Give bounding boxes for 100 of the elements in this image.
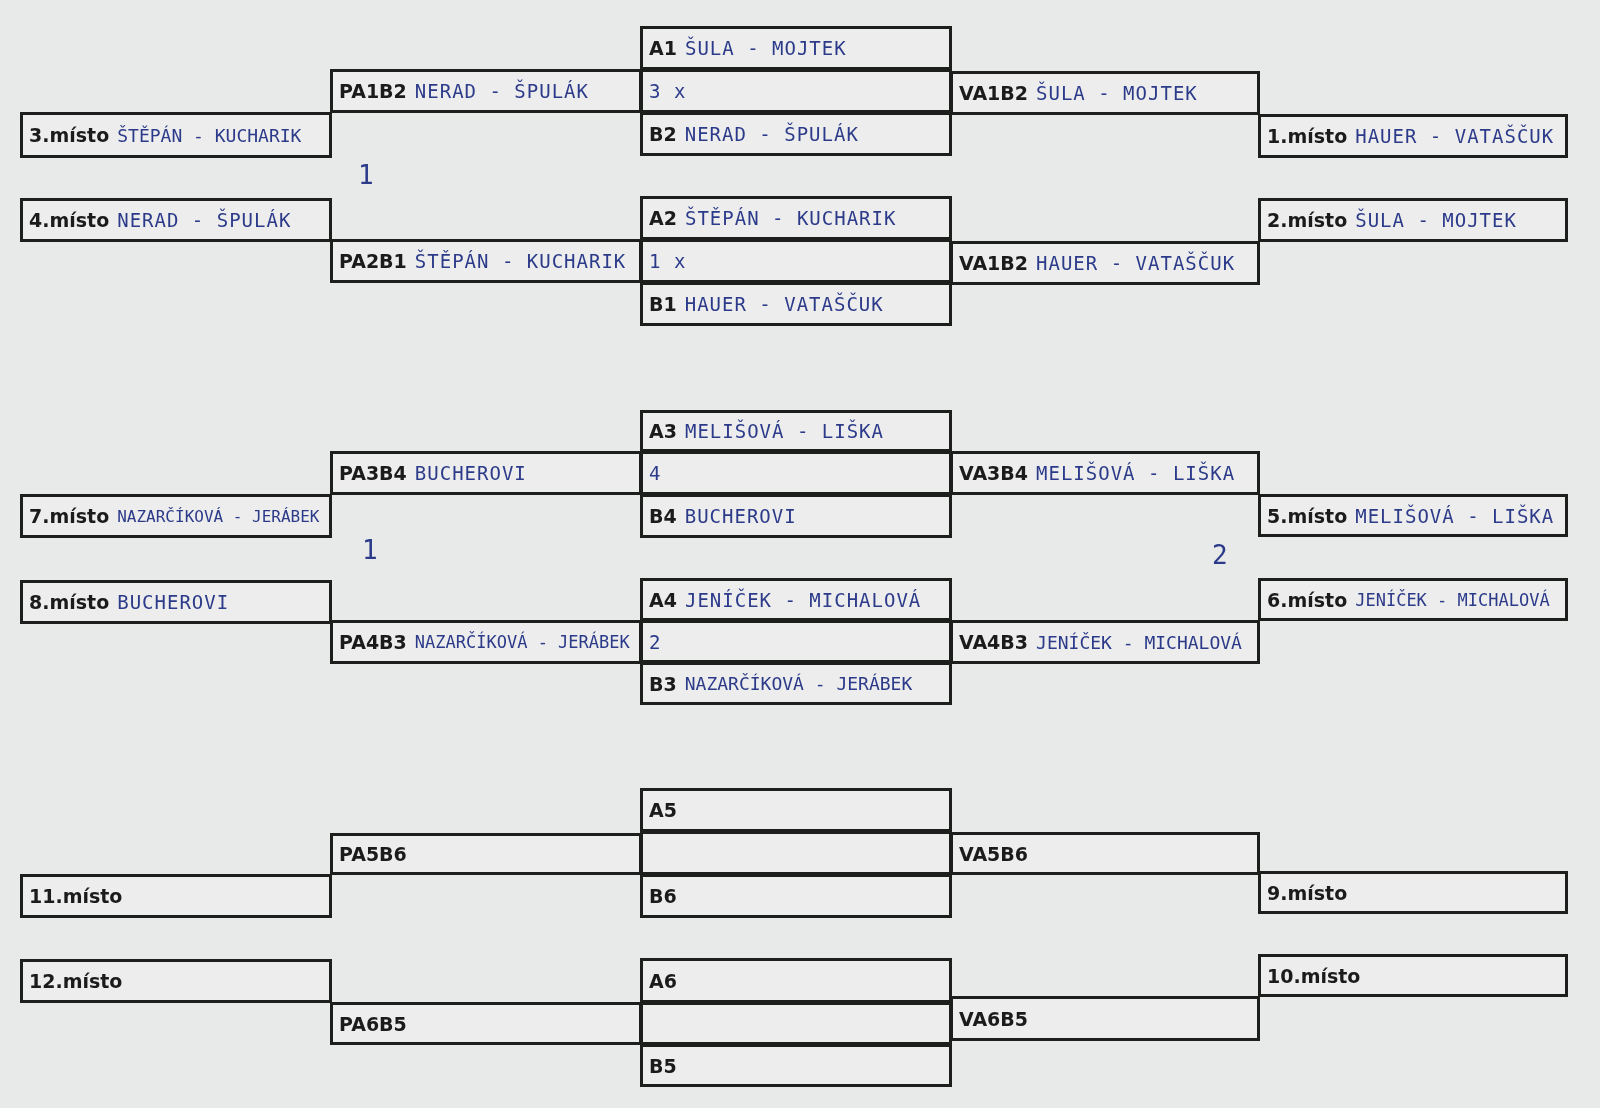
handwritten-names: HAUER - VATAŠČUK	[684, 293, 884, 315]
handwritten-score: 1 x	[649, 250, 687, 272]
bracket-box	[20, 580, 332, 624]
bracket-box	[640, 662, 952, 705]
bracket-box	[330, 620, 642, 664]
bracket-box	[330, 451, 642, 495]
slot-label: B6	[649, 885, 677, 907]
slot-label: 10.místo	[1267, 964, 1361, 987]
bracket-box	[640, 410, 952, 452]
bracket-box	[330, 239, 642, 283]
handwritten-names: MELIŠOVÁ - LIŠKA	[684, 420, 884, 442]
handwritten-names: ŠTĚPÁN - KUCHARIK	[414, 250, 627, 272]
handwritten-score: 2	[649, 630, 662, 653]
slot-label: 1.místo	[1267, 125, 1348, 147]
bracket-box	[640, 788, 952, 832]
slot-label: PA5B6	[339, 843, 407, 865]
slot-label: B1	[649, 293, 677, 315]
bracket-box	[640, 494, 952, 538]
handwritten-names: BUCHEROVI	[414, 462, 527, 484]
slot-label: B5	[649, 1054, 677, 1077]
handwritten-names: NAZARČÍKOVÁ - JERÁBEK	[117, 506, 320, 526]
slot-label: 8.místo	[29, 591, 110, 613]
handwritten-number: 1	[358, 160, 374, 190]
bracket-box	[640, 112, 952, 156]
slot-label: A1	[649, 37, 677, 59]
slot-label: A5	[649, 799, 677, 821]
slot-label: 4.místo	[29, 209, 110, 231]
slot-label: 5.místo	[1267, 504, 1348, 527]
handwritten-names: JENÍČEK - MICHALOVÁ	[1355, 589, 1550, 610]
handwritten-names: NERAD - ŠPULÁK	[684, 123, 859, 145]
slot-label: 6.místo	[1267, 588, 1348, 611]
handwritten-names: NAZARČÍKOVÁ - JERÁBEK	[414, 632, 630, 652]
handwritten-names: NERAD - ŠPULÁK	[117, 209, 292, 231]
handwritten-names: HAUER - VATAŠČUK	[1036, 252, 1236, 274]
slot-label: 11.místo	[29, 885, 123, 907]
bracket-box	[950, 620, 1260, 664]
bracket-box	[1258, 198, 1568, 242]
slot-label: VA5B6	[959, 842, 1029, 865]
handwritten-names: MELIŠOVÁ - LIŠKA	[1036, 462, 1236, 484]
bracket-box	[640, 69, 952, 113]
slot-label: PA3B4	[339, 462, 407, 484]
handwritten-names: JENÍČEK - MICHALOVÁ	[684, 588, 922, 611]
bracket-box	[330, 69, 642, 113]
slot-label: B4	[649, 505, 677, 527]
slot-label: VA4B3	[959, 631, 1029, 653]
bracket-box	[950, 241, 1260, 285]
slot-label: 12.místo	[29, 970, 123, 992]
bracket-box	[640, 239, 952, 283]
slot-label: PA2B1	[339, 250, 407, 272]
slot-label: A4	[649, 588, 677, 611]
slot-label: PA1B2	[339, 80, 407, 102]
bracket-box	[950, 996, 1260, 1041]
handwritten-names: ŠTĚPÁN - KUCHARIK	[684, 207, 897, 229]
slot-label: VA1B2	[959, 82, 1029, 104]
slot-label: A3	[649, 420, 677, 442]
slot-label: PA6B5	[339, 1012, 407, 1035]
bracket-box	[640, 451, 952, 495]
slot-label: A2	[649, 207, 677, 229]
slot-label: PA4B3	[339, 631, 407, 653]
handwritten-number: 1	[362, 535, 378, 565]
handwritten-names: NERAD - ŠPULÁK	[414, 80, 589, 102]
bracket-box	[950, 451, 1260, 495]
bracket-box	[640, 874, 952, 918]
bracket-box	[640, 958, 952, 1003]
handwritten-score: 4	[649, 462, 662, 484]
bracket-box	[20, 874, 332, 918]
handwritten-names: HAUER - VATAŠČUK	[1355, 125, 1555, 147]
bracket-box	[1258, 954, 1568, 997]
bracket-box	[640, 196, 952, 240]
bracket-box	[640, 1044, 952, 1087]
slot-label: 3.místo	[29, 124, 110, 146]
bracket-box	[1258, 578, 1568, 621]
handwritten-names: NAZARČÍKOVÁ - JERÁBEK	[684, 673, 913, 694]
bracket-box	[20, 198, 332, 242]
bracket-box	[330, 833, 642, 875]
bracket-box	[950, 71, 1260, 115]
slot-label: VA1B2	[959, 252, 1029, 274]
handwritten-names: JENÍČEK - MICHALOVÁ	[1036, 631, 1242, 653]
bracket-box	[1258, 114, 1568, 158]
bracket-box	[950, 832, 1260, 875]
bracket-box	[330, 1002, 642, 1045]
handwritten-names: ŠTĚPÁN - KUCHARIK	[117, 124, 302, 146]
bracket-box	[640, 1002, 952, 1045]
slot-label: B2	[649, 123, 677, 145]
handwritten-names: ŠULA - MOJTEK	[684, 37, 847, 59]
handwritten-number: 2	[1212, 540, 1228, 570]
bracket-box	[640, 831, 952, 875]
bracket-box	[20, 959, 332, 1003]
slot-label: VA3B4	[959, 462, 1029, 484]
slot-label: 2.místo	[1267, 209, 1348, 231]
slot-label: A6	[649, 969, 677, 992]
slot-label: B3	[649, 672, 677, 695]
bracket-box	[1258, 871, 1568, 914]
bracket-box	[20, 494, 332, 538]
handwritten-names: BUCHEROVI	[684, 505, 797, 527]
bracket-box	[640, 578, 952, 621]
slot-label: 7.místo	[29, 505, 110, 527]
handwritten-score: 3 x	[649, 80, 687, 102]
bracket-box	[640, 620, 952, 663]
handwritten-names: BUCHEROVI	[117, 591, 230, 613]
